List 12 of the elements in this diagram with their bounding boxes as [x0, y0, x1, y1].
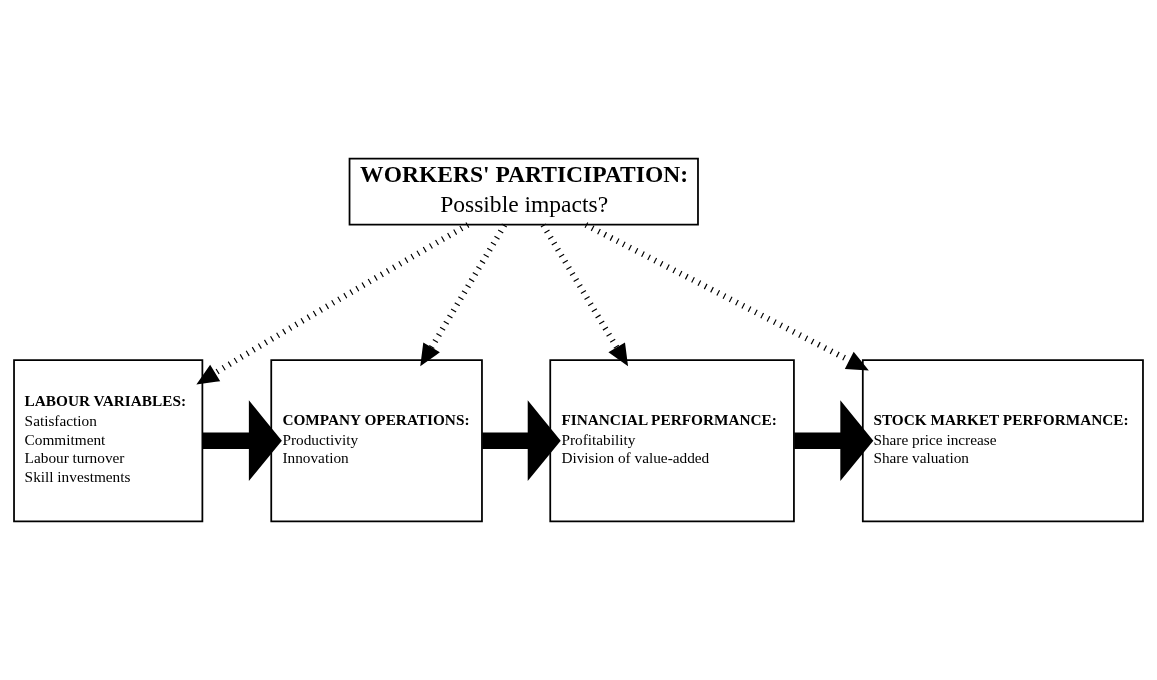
- arrow: [202, 400, 282, 482]
- node-box: LABOUR VARIABLES: Satisfaction Commitment Labour turnover Skill investments: [13, 359, 204, 523]
- node-box: STOCK MARKET PERFORMANCE: Share price increase Share valuation: [861, 359, 1144, 523]
- arrow: [196, 222, 470, 385]
- arrow: [794, 400, 874, 482]
- node-box: FINANCIAL PERFORMANCE: Profitability Division of value-added: [549, 359, 795, 523]
- arrow: [584, 222, 869, 371]
- arrow: [482, 400, 561, 482]
- node-box: WORKERS' PARTICIPATION: Possible impacts?: [348, 157, 699, 226]
- arrow: [420, 223, 508, 367]
- node-box: COMPANY OPERATIONS: Productivity Innovation: [270, 359, 483, 523]
- arrow: [540, 223, 629, 367]
